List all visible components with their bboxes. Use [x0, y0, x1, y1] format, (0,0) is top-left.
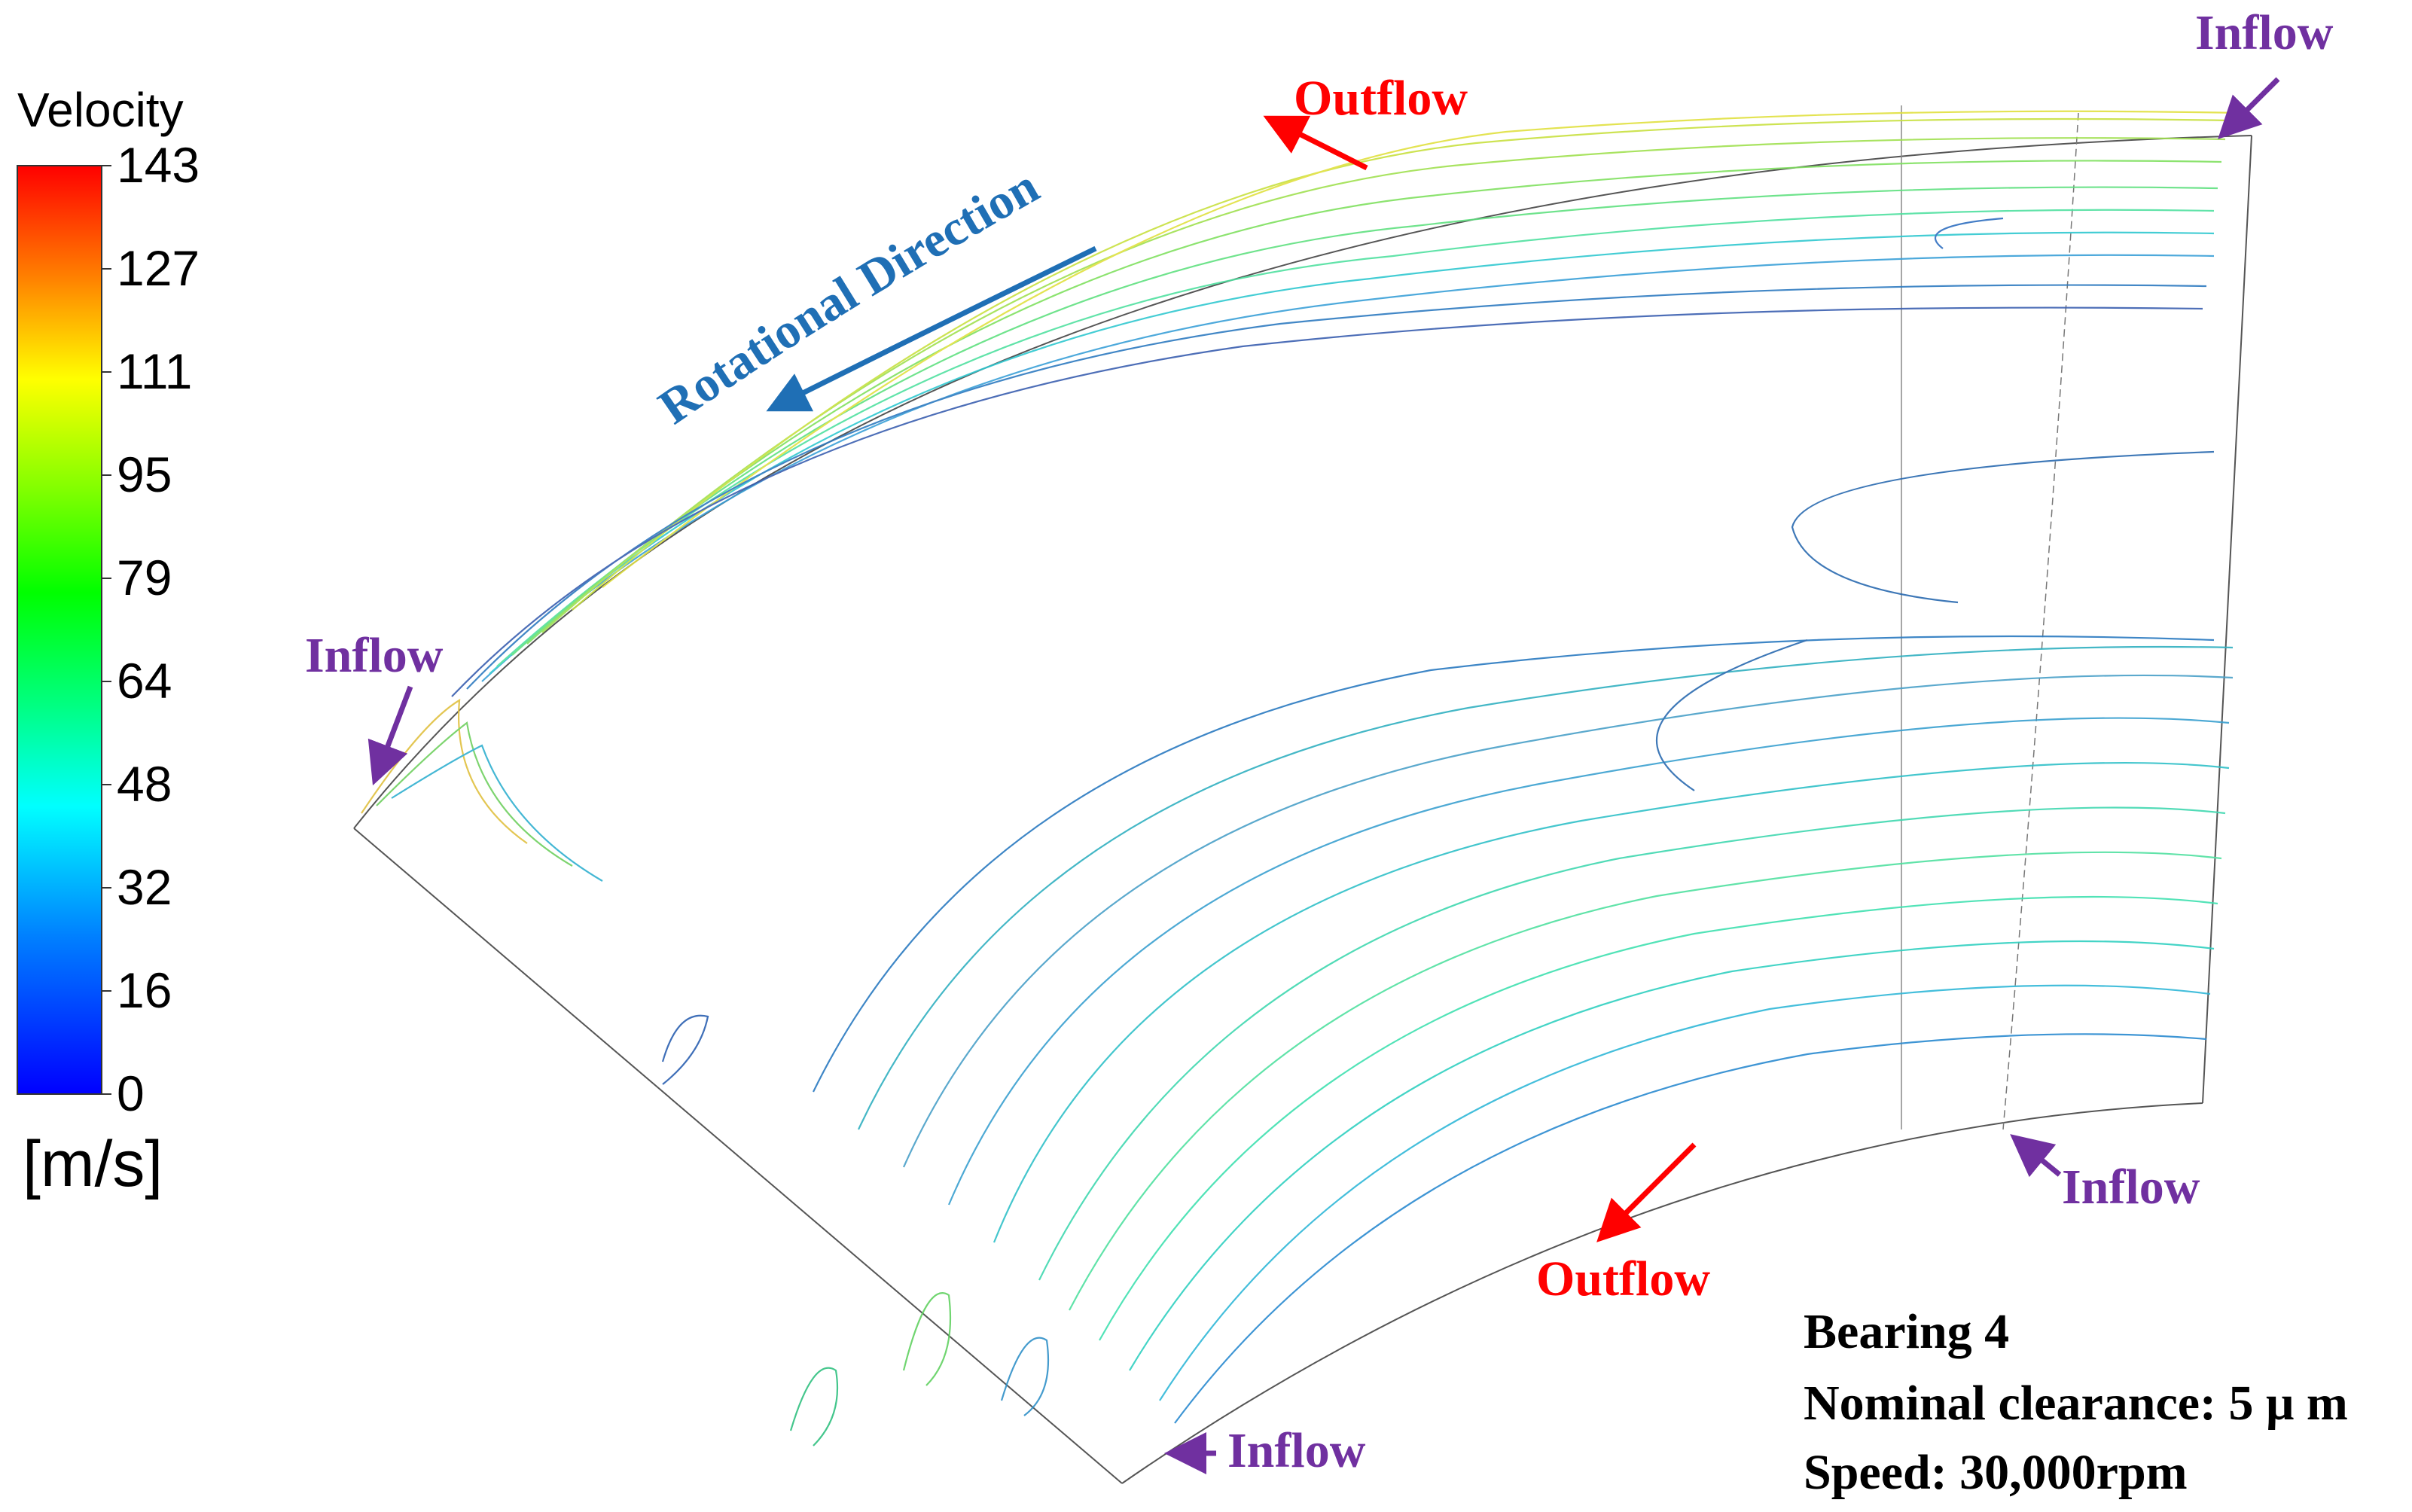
legend-ticks: 143 127 111 95 79 64 48 32 16 0: [102, 137, 200, 1121]
legend-tick-label: 16: [117, 962, 172, 1018]
legend-tick-label: 32: [117, 859, 172, 915]
inflow-arrow-bottom-right: [2010, 1134, 2062, 1178]
inflow-label-left: Inflow: [305, 628, 444, 683]
rotation-speed: Speed: 30,000rpm: [1804, 1445, 2188, 1500]
bearing-sector-outline: [353, 105, 2252, 1484]
inflow-label-top-right: Inflow: [2195, 5, 2334, 60]
legend-title: Velocity: [17, 83, 184, 137]
legend-tick-label: 79: [117, 550, 172, 605]
legend-tick-label: 127: [117, 240, 200, 296]
inflow-label-bottom-right: Inflow: [2062, 1160, 2200, 1215]
legend-unit: [m/s]: [23, 1128, 163, 1200]
outflow-arrow-bottom: [1596, 1142, 1697, 1242]
inflow-arrow-top-right: [2218, 77, 2280, 139]
legend-tick-label: 111: [117, 343, 192, 399]
inflow-bottom-right: Inflow: [2010, 1134, 2200, 1215]
outflow-arrow-top: [1263, 115, 1368, 171]
bearing-name: Bearing 4: [1804, 1304, 2009, 1359]
legend-tick-label: 143: [117, 137, 200, 193]
outflow-label-bottom: Outflow: [1536, 1251, 1710, 1306]
outflow-bottom: Outflow: [1536, 1142, 1710, 1306]
left-edge: [353, 828, 1123, 1484]
rotation-arrow: [766, 245, 1097, 412]
rotation-label: Rotational Direction: [649, 159, 1048, 435]
legend-tick-label: 95: [117, 447, 172, 502]
outflow-top: Outflow: [1263, 71, 1468, 171]
streamlines: [361, 110, 2241, 1446]
legend-tick-label: 64: [117, 653, 172, 709]
inner-arc: [1121, 1102, 2203, 1484]
legend-tick-label: 0: [117, 1065, 145, 1121]
legend-tick-label: 48: [117, 756, 172, 812]
outer-arc: [353, 135, 2252, 829]
right-edge: [2202, 135, 2252, 1104]
inflow-arrow-left: [367, 685, 413, 786]
bearing-info: Bearing 4 Nominal clearance: 5 μ m Speed…: [1804, 1304, 2348, 1500]
inflow-top-right: Inflow: [2195, 5, 2334, 139]
nominal-clearance: Nominal clearance: 5 μ m: [1804, 1376, 2348, 1431]
outflow-label-top: Outflow: [1294, 71, 1468, 126]
divider-line-2: [2002, 112, 2079, 1130]
inflow-label-bottom: Inflow: [1227, 1423, 1366, 1478]
velocity-legend: Velocity 143 127 111 95 79 64 48 32 16 0 [m/s]: [17, 83, 200, 1200]
inflow-left: Inflow: [305, 628, 444, 786]
legend-color-bar: [17, 165, 102, 1095]
inflow-bottom: Inflow: [1164, 1423, 1366, 1478]
